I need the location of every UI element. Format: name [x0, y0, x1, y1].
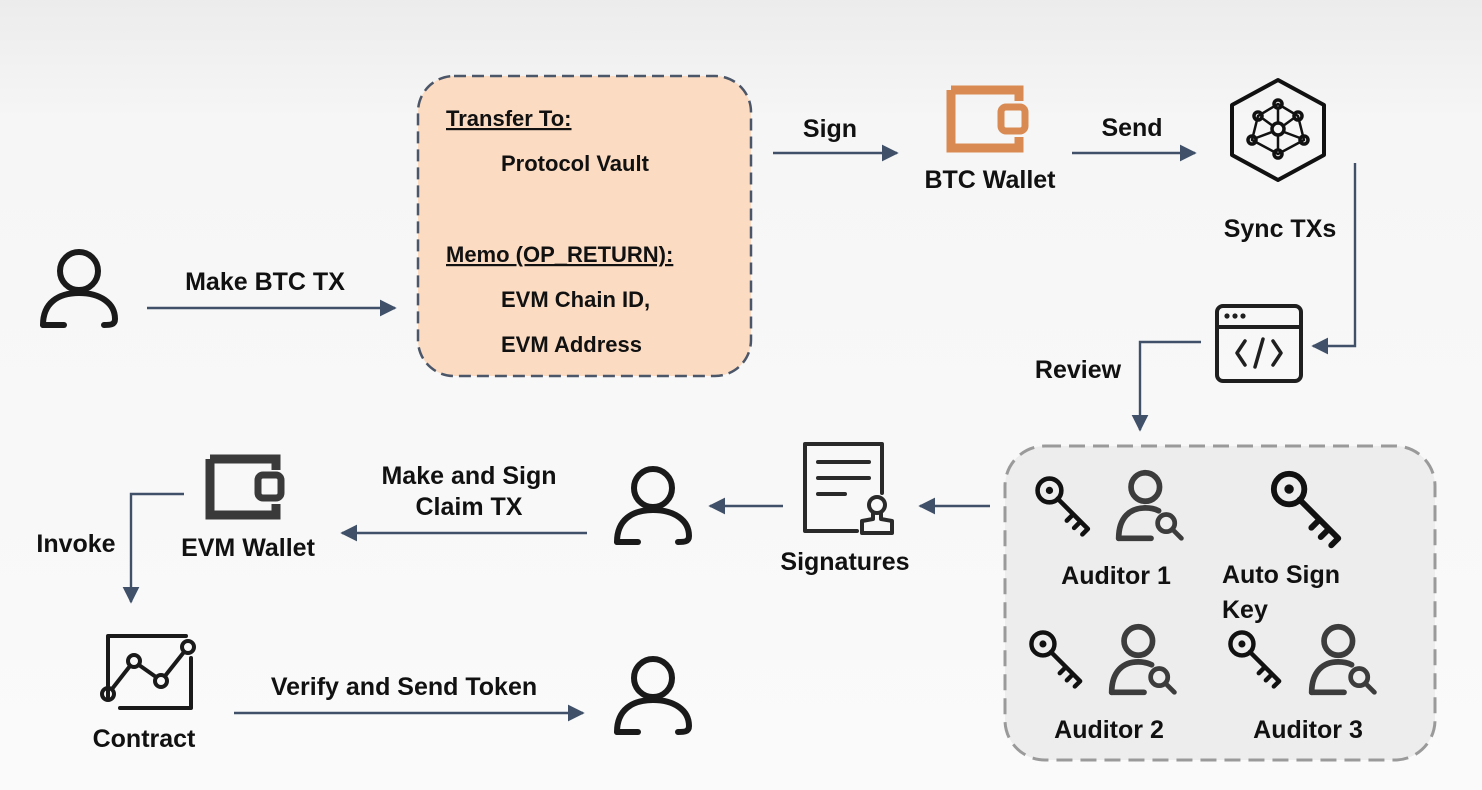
- user-icon-claimer: [617, 469, 689, 542]
- btc-wallet-icon: [946, 85, 1029, 153]
- user-icon: [43, 252, 115, 325]
- label-auditor-3: Auditor 3: [1253, 716, 1363, 744]
- label-btc-wallet: BTC Wallet: [924, 166, 1056, 194]
- label-sign: Sign: [803, 115, 857, 143]
- label-signatures: Signatures: [780, 548, 909, 576]
- transfer-to-label: Transfer To:: [446, 106, 572, 131]
- code-window-icon: [1215, 304, 1303, 383]
- auditors-box: [1003, 444, 1437, 762]
- label-auditor-1: Auditor 1: [1061, 562, 1171, 590]
- arrow-invoke: [122, 492, 184, 604]
- label-sync-txs: Sync TXs: [1224, 215, 1337, 243]
- arrow-review: [1131, 340, 1201, 432]
- label-verify-send: Verify and Send Token: [271, 673, 537, 701]
- label-evm-wallet: EVM Wallet: [181, 534, 315, 562]
- label-contract: Contract: [93, 725, 196, 753]
- transfer-to-value: Protocol Vault: [501, 151, 650, 176]
- network-icon: [1230, 78, 1326, 182]
- label-auto-sign-line-2: Key: [1222, 596, 1268, 624]
- label-send: Send: [1101, 114, 1162, 142]
- label-review: Review: [1035, 356, 1122, 384]
- label-auditor-2: Auditor 2: [1054, 716, 1164, 744]
- user-icon-recipient: [617, 659, 689, 732]
- label-invoke: Invoke: [36, 530, 115, 558]
- contract-chart-icon: [100, 634, 196, 710]
- tx-details-box: [416, 74, 753, 378]
- arrow-sync-txs: [1311, 163, 1357, 355]
- memo-line-1: EVM Chain ID,: [501, 287, 650, 312]
- label-make-and-sign-line-1: Make and Sign: [381, 462, 556, 490]
- evm-wallet-icon: [205, 454, 285, 520]
- label-make-btc-tx: Make BTC TX: [185, 268, 345, 296]
- label-make-and-sign-line-2: Claim TX: [416, 493, 523, 521]
- memo-label: Memo (OP_RETURN):: [446, 242, 673, 267]
- signature-document-icon: [803, 442, 894, 535]
- label-auto-sign-line-1: Auto Sign: [1222, 561, 1340, 589]
- memo-line-2: EVM Address: [501, 332, 642, 357]
